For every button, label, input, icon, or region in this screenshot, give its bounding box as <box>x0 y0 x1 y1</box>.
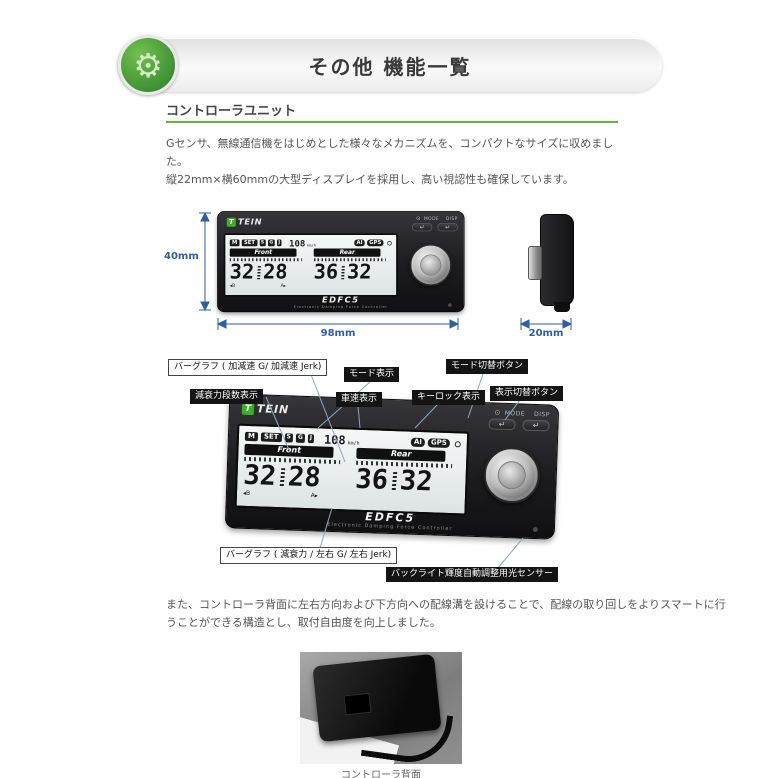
disp-button-label: DISP <box>445 215 458 222</box>
tein-logo: T TEIN <box>226 217 263 227</box>
rear-photo-device <box>312 653 442 743</box>
section-title: コントローラユニット <box>166 104 297 119</box>
rear-section: Rear 36 32 <box>313 248 392 293</box>
banner-gear-badge: ⚙ <box>118 35 178 95</box>
device-button-labels: ⊙ MODE DISP <box>416 216 458 222</box>
j-indicator: J <box>276 239 282 247</box>
lcd-display: M SET S G J 108 km/h AI GPS Front <box>223 233 398 297</box>
dimension-arrows <box>199 211 573 330</box>
gear-icon: ⚙ <box>133 45 163 85</box>
intro-line-2: 縦22mm×横60mmの大型ディスプレイを採用し、高い視認性も確保しています。 <box>166 173 574 186</box>
marker-right-icon: ▸ <box>283 282 286 289</box>
device-controls: ⊙ MODE DISP ↵ ↵ <box>412 216 458 232</box>
key-lock-icon <box>387 240 392 246</box>
marker-a: A▸ <box>280 282 286 289</box>
device-top-bar: T TEIN ⊙ MODE DISP ↵ ↵ <box>224 214 458 234</box>
annotation-bargraph-accel: バーグラフ ( 加減速 G/ 加減速 Jerk) <box>168 359 328 377</box>
disp-button: ↵ <box>437 223 458 232</box>
controller-rear-photo <box>300 652 462 764</box>
edfc5-controller-unit: T TEIN ⊙ MODE DISP ↵ ↵ M SET <box>217 211 465 313</box>
side-view-foot <box>554 302 570 312</box>
controller-side-view <box>528 214 574 312</box>
return-arrow-icon: ↵ <box>445 223 451 231</box>
annotation-speed-display: 車速表示 <box>336 392 383 408</box>
ai-mode-indicator: AI <box>354 239 365 247</box>
controller-front-view: T TEIN ⊙ MODE DISP ↵ ↵ M SET <box>217 211 466 314</box>
device-model-area: EDFC5 Electronic Damping Force Controlle… <box>218 294 464 310</box>
light-sensor <box>448 303 452 307</box>
lcd-main-area: Front 32 28 ◂B A▸ Rear <box>229 248 392 293</box>
device-body: M SET S G J 108 km/h AI GPS Front <box>223 233 458 297</box>
annotation-mode-display: モード表示 <box>344 367 400 383</box>
front-markers: ◂B A▸ <box>230 283 286 288</box>
mode-button: ↵ <box>412 223 433 232</box>
speed-value: 108 <box>289 237 306 249</box>
front-label: Front <box>229 248 297 257</box>
device-buttons: ↵ ↵ <box>412 223 458 232</box>
lcd-status-row: M SET S G J 108 km/h AI GPS <box>229 237 392 248</box>
annotation-damping-level-display: 減衰力段数表示 <box>190 389 264 405</box>
dim-depth-label: 20mm <box>528 328 564 339</box>
rotary-dial-knob <box>409 244 452 286</box>
annotation-bargraph-damping: バーグラフ ( 減衰力 / 左右 G/ 左右 Jerk) <box>220 547 398 565</box>
front-bargraph <box>229 258 302 262</box>
speed-unit: km/h <box>306 242 316 248</box>
annotation-display-switch-button: 表示切替ボタン <box>490 386 564 402</box>
knob-area <box>404 234 458 297</box>
rear-photo-caption: コントローラ背面 <box>341 770 421 778</box>
outro-paragraph: また、コントローラ背面に左右方向および下方向への配線溝を設けることで、配線の取り… <box>166 598 726 629</box>
section-underline <box>166 121 618 123</box>
return-arrow-icon: ↵ <box>419 223 425 231</box>
g-indicator: G <box>267 239 275 247</box>
annotation-mode-switch-button: モード切替ボタン <box>446 359 529 375</box>
rear-bargraph <box>313 258 386 262</box>
intro-paragraph: Gセンサ、無線通信機をはじめとした様々なメカニズムを、コンパクトなサイズに収めま… <box>166 135 624 189</box>
power-icon: ⊙ <box>416 215 421 222</box>
dim-height-label: 40mm <box>164 251 199 262</box>
set-indicator: SET <box>241 239 258 247</box>
model-name: EDFC5 <box>322 294 360 305</box>
page-banner: ⚙ その他 機能一覧 <box>118 35 662 95</box>
intro-line-1: Gセンサ、無線通信機をはじめとした様々なメカニズムを、コンパクトなサイズに収めま… <box>166 137 614 168</box>
annotation-keylock-display: キーロック表示 <box>412 390 486 406</box>
annotation-light-sensor: バックライト輝度自動調整用光センサー <box>386 567 559 583</box>
mode-indicator: M <box>229 239 240 247</box>
dim-width-label: 98mm <box>320 328 356 339</box>
tein-logo-icon: T <box>226 217 236 227</box>
rear-label: Rear <box>313 248 381 257</box>
marker-b: ◂B <box>229 282 236 289</box>
model-subtitle: Electronic Damping Force Controller <box>293 304 388 310</box>
gps-indicator: GPS <box>367 239 384 247</box>
marker-left-icon: ◂ <box>229 282 233 289</box>
mode-button-label: MODE <box>423 215 440 222</box>
banner-title: その他 機能一覧 <box>308 54 472 79</box>
s-indicator: S <box>259 239 266 247</box>
front-section: Front 32 28 ◂B A▸ <box>229 248 308 293</box>
rear-photo-wiring-groove <box>343 692 372 716</box>
side-view-knob <box>528 246 542 280</box>
tein-logo-text: TEIN <box>238 217 263 227</box>
vehicle-speed-readout: 108 km/h <box>289 238 316 247</box>
